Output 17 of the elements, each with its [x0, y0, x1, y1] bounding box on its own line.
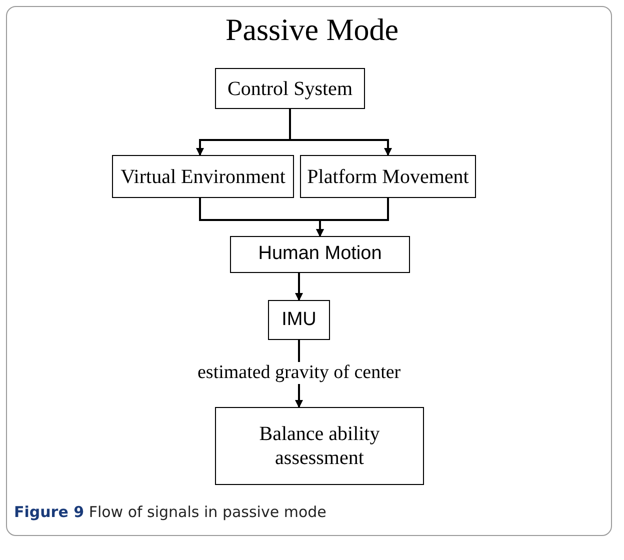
box-label: Control System — [227, 76, 352, 100]
process-box — [215, 407, 424, 485]
process-box — [215, 68, 365, 109]
box-label: Balance ability assessment — [258, 422, 381, 470]
process-box — [230, 236, 410, 273]
arrow — [289, 109, 392, 156]
box-label: Virtual Environment — [120, 164, 286, 188]
arrow — [316, 198, 389, 237]
process-box — [112, 155, 294, 198]
arrow — [295, 273, 303, 301]
process-box — [268, 300, 330, 340]
box-label: Human Motion — [258, 243, 382, 266]
diagram-title: Passive Mode — [224, 12, 400, 48]
figure-caption: Figure 9 Flow of signals in passive mode — [14, 503, 326, 521]
box-label: Platform Movement — [307, 164, 469, 188]
box-label: IMU — [282, 308, 316, 332]
process-box — [300, 155, 476, 198]
